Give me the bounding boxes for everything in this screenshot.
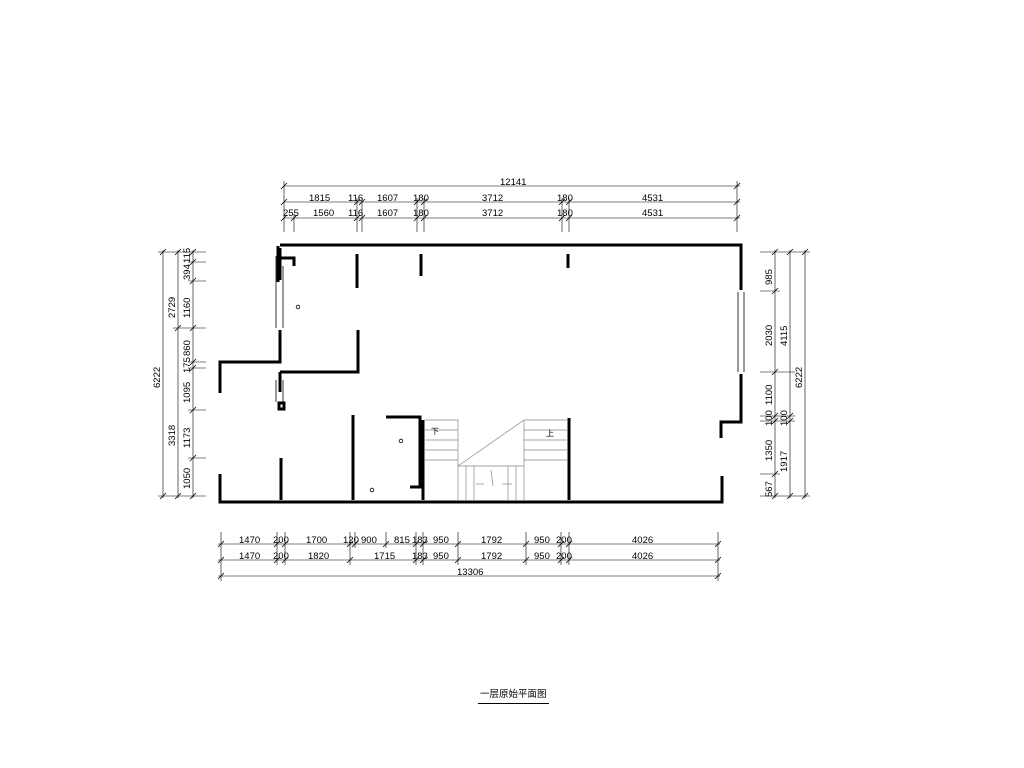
dim-left-total: 6222: [152, 367, 163, 388]
dim-right-total: 6222: [794, 367, 805, 388]
dim-bot-r1-7: 183: [412, 535, 428, 546]
dim-right-mid-1: 4115: [779, 326, 790, 346]
dim-bot-r1-12: 4026: [632, 535, 653, 546]
dim-bot-r1-5: 900: [361, 535, 377, 546]
dim-top-r2-8: 4531: [642, 208, 663, 219]
dim-right-in-5: 1350: [764, 440, 775, 461]
staircase: 下 上: [425, 419, 567, 500]
dim-top-r1-2: 116: [348, 193, 363, 204]
dim-left-in-6: 1095: [182, 382, 193, 403]
dim-bot-r2-3: 1820: [308, 551, 329, 562]
dim-left-in-4: 860: [182, 340, 193, 356]
dim-top-r1-3: 1607: [377, 193, 398, 204]
stair-up-label: 上: [546, 429, 554, 438]
dim-bot-r1-4: 120: [343, 535, 359, 546]
dim-left-in-7: 1173: [182, 428, 193, 448]
dim-right-mid-2: 100: [779, 410, 790, 426]
dim-bot-r2-8: 950: [534, 551, 550, 562]
dim-top-r2-2: 1560: [313, 208, 334, 219]
dim-top-r1-4: 180: [413, 193, 429, 204]
dim-bot-r2-7: 1792: [481, 551, 502, 562]
dim-right-in-3: 1100: [764, 385, 775, 405]
dim-right-in-6: 567: [764, 481, 775, 497]
dim-bot-r1-2: 200: [273, 535, 289, 546]
left-dimensions: 6222 2729 3318 115 394 1160 860 175 1095…: [152, 248, 206, 500]
right-dimensions: 985 2030 1100 100 1350 567 4115 100 1917…: [760, 248, 810, 500]
dim-bot-r2-1: 1470: [239, 551, 260, 562]
dim-bot-r2-10: 4026: [632, 551, 653, 562]
top-dimensions: 12141 1815 116 1607 180 3712 180 4531 25…: [280, 177, 741, 232]
dim-bot-r1-9: 1792: [481, 535, 502, 546]
dim-bot-r2-9: 200: [556, 551, 572, 562]
dim-bot-r1-6: 815: [394, 535, 410, 546]
dim-bot-r1-10: 950: [534, 535, 550, 546]
dim-right-in-1: 985: [764, 269, 775, 285]
dim-left-in-2: 394: [182, 264, 193, 280]
dim-bot-r2-6: 950: [433, 551, 449, 562]
dim-left-in-3: 1160: [182, 298, 193, 318]
dim-left-mid-1: 2729: [167, 297, 178, 318]
dim-bot-total: 13306: [457, 567, 483, 578]
dim-bot-r1-11: 200: [556, 535, 572, 546]
dim-bot-r2-2: 200: [273, 551, 289, 562]
dim-top-r2-7: 180: [557, 208, 573, 219]
dim-bot-r1-1: 1470: [239, 535, 260, 546]
dim-right-in-2: 2030: [764, 325, 775, 346]
dim-left-in-8: 1050: [182, 468, 193, 489]
dim-bot-r1-3: 1700: [306, 535, 327, 546]
dim-top-r1-1: 1815: [309, 193, 330, 204]
dim-top-r2-6: 3712: [482, 208, 503, 219]
dim-top-r1-7: 4531: [642, 193, 663, 204]
dim-right-in-4: 100: [764, 410, 775, 426]
dim-bot-r1-8: 950: [433, 535, 449, 546]
dim-left-in-5: 175: [182, 357, 193, 373]
dim-top-r2-1: 255: [283, 208, 299, 219]
dim-top-total: 12141: [500, 177, 526, 188]
dim-left-in-1: 115: [182, 248, 193, 263]
dim-left-mid-2: 3318: [167, 425, 178, 446]
dim-top-r1-5: 3712: [482, 193, 503, 204]
dim-bot-r2-4: 1715: [374, 551, 395, 562]
stair-down-label: 下: [431, 427, 439, 436]
dim-top-r2-3: 116: [348, 208, 363, 219]
dim-top-r1-6: 180: [557, 193, 573, 204]
dim-top-r2-5: 180: [413, 208, 429, 219]
bottom-dimensions: 1470 200 1700 120 900 815 183 950 1792 9…: [217, 532, 722, 581]
walls: [218, 243, 745, 504]
dim-top-r2-4: 1607: [377, 208, 398, 219]
dim-bot-r2-5: 183: [412, 551, 428, 562]
dim-right-mid-3: 1917: [779, 451, 790, 472]
drawing-title: 一层原始平面图: [478, 686, 549, 704]
